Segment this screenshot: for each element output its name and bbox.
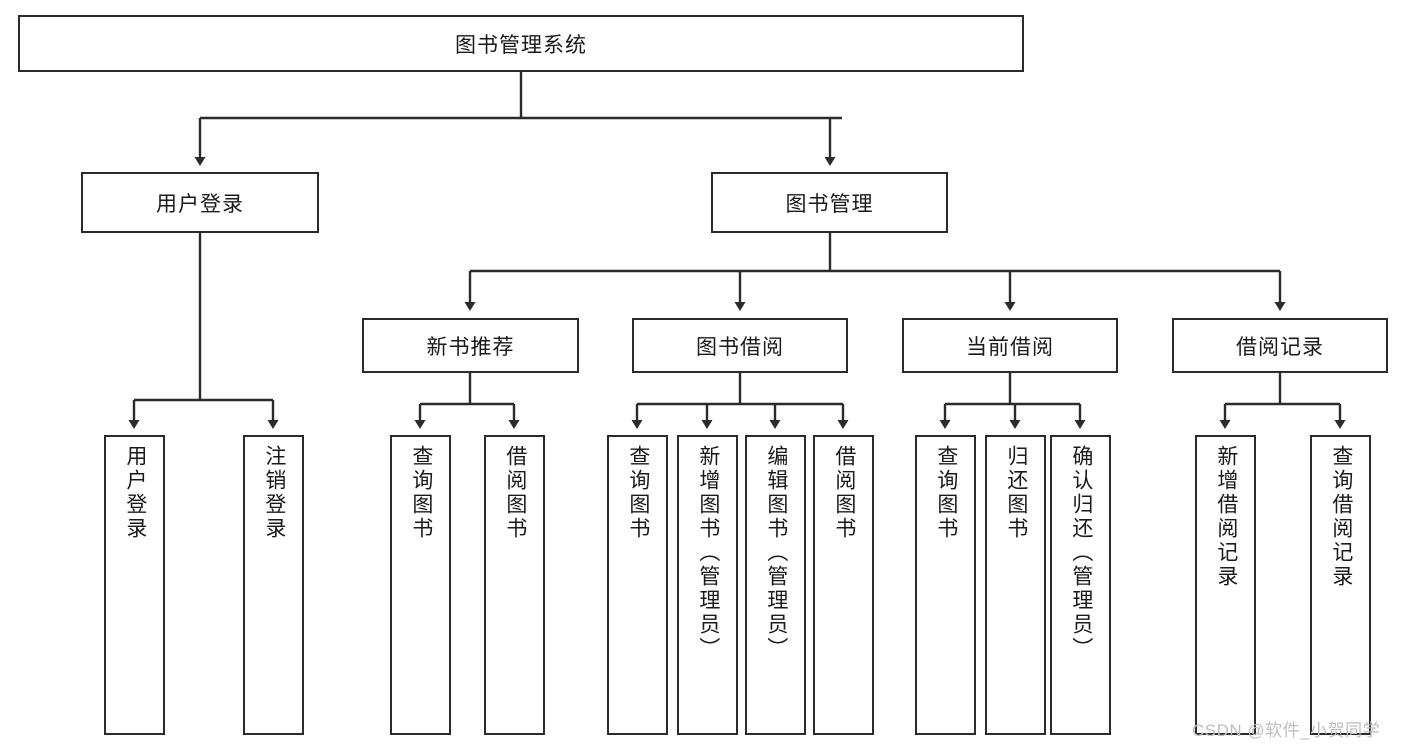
node-add-borrow-record-label: 新增借阅记录 — [1214, 445, 1238, 589]
node-borrow-book-1[interactable]: 借阅图书 — [484, 435, 545, 735]
node-query-book-3[interactable]: 查询图书 — [915, 435, 976, 735]
node-book-borrow-label: 图书借阅 — [696, 335, 784, 359]
node-user-logout-label: 注销登录 — [262, 445, 286, 541]
node-book-manage-label: 图书管理 — [785, 192, 874, 216]
node-edit-book-admin-label: 编辑图书（管理员） — [764, 445, 788, 661]
csdn-watermark: CSDN @软件_小贺同学 — [1192, 721, 1381, 740]
node-confirm-return-admin-label: 确认归还（管理员） — [1069, 445, 1093, 661]
node-borrow-record-label: 借阅记录 — [1236, 335, 1324, 359]
node-root[interactable]: 图书管理系统 — [18, 15, 1024, 72]
node-user-login[interactable]: 用户登录 — [81, 172, 319, 233]
node-query-borrow-record[interactable]: 查询借阅记录 — [1310, 435, 1371, 735]
node-borrow-book-1-label: 借阅图书 — [503, 445, 527, 541]
node-return-book[interactable]: 归还图书 — [985, 435, 1046, 735]
node-add-book-admin-label: 新增图书（管理员） — [696, 445, 720, 661]
node-user-login-label: 用户登录 — [156, 192, 244, 216]
node-borrow-book-2-label: 借阅图书 — [832, 445, 856, 541]
node-user-login-do-label: 用户登录 — [123, 445, 147, 541]
node-add-borrow-record[interactable]: 新增借阅记录 — [1195, 435, 1256, 735]
node-edit-book-admin[interactable]: 编辑图书（管理员） — [745, 435, 806, 735]
node-root-label: 图书管理系统 — [455, 33, 587, 57]
node-query-book-2-label: 查询图书 — [626, 445, 650, 541]
node-current-borrow[interactable]: 当前借阅 — [902, 318, 1118, 373]
node-user-logout[interactable]: 注销登录 — [243, 435, 304, 735]
node-new-book-recommend-label: 新书推荐 — [426, 335, 515, 359]
node-query-book-1-label: 查询图书 — [409, 445, 433, 541]
node-book-manage[interactable]: 图书管理 — [711, 172, 948, 233]
node-book-borrow[interactable]: 图书借阅 — [632, 318, 848, 373]
node-borrow-record[interactable]: 借阅记录 — [1172, 318, 1388, 373]
node-return-book-label: 归还图书 — [1004, 445, 1028, 541]
node-query-book-1[interactable]: 查询图书 — [390, 435, 451, 735]
node-add-book-admin[interactable]: 新增图书（管理员） — [677, 435, 738, 735]
node-current-borrow-label: 当前借阅 — [966, 335, 1054, 359]
node-query-book-2[interactable]: 查询图书 — [607, 435, 668, 735]
node-user-login-do[interactable]: 用户登录 — [104, 435, 165, 735]
node-query-book-3-label: 查询图书 — [934, 445, 958, 541]
node-new-book-recommend[interactable]: 新书推荐 — [362, 318, 579, 373]
node-query-borrow-record-label: 查询借阅记录 — [1329, 445, 1353, 589]
node-borrow-book-2[interactable]: 借阅图书 — [813, 435, 874, 735]
node-confirm-return-admin[interactable]: 确认归还（管理员） — [1050, 435, 1111, 735]
